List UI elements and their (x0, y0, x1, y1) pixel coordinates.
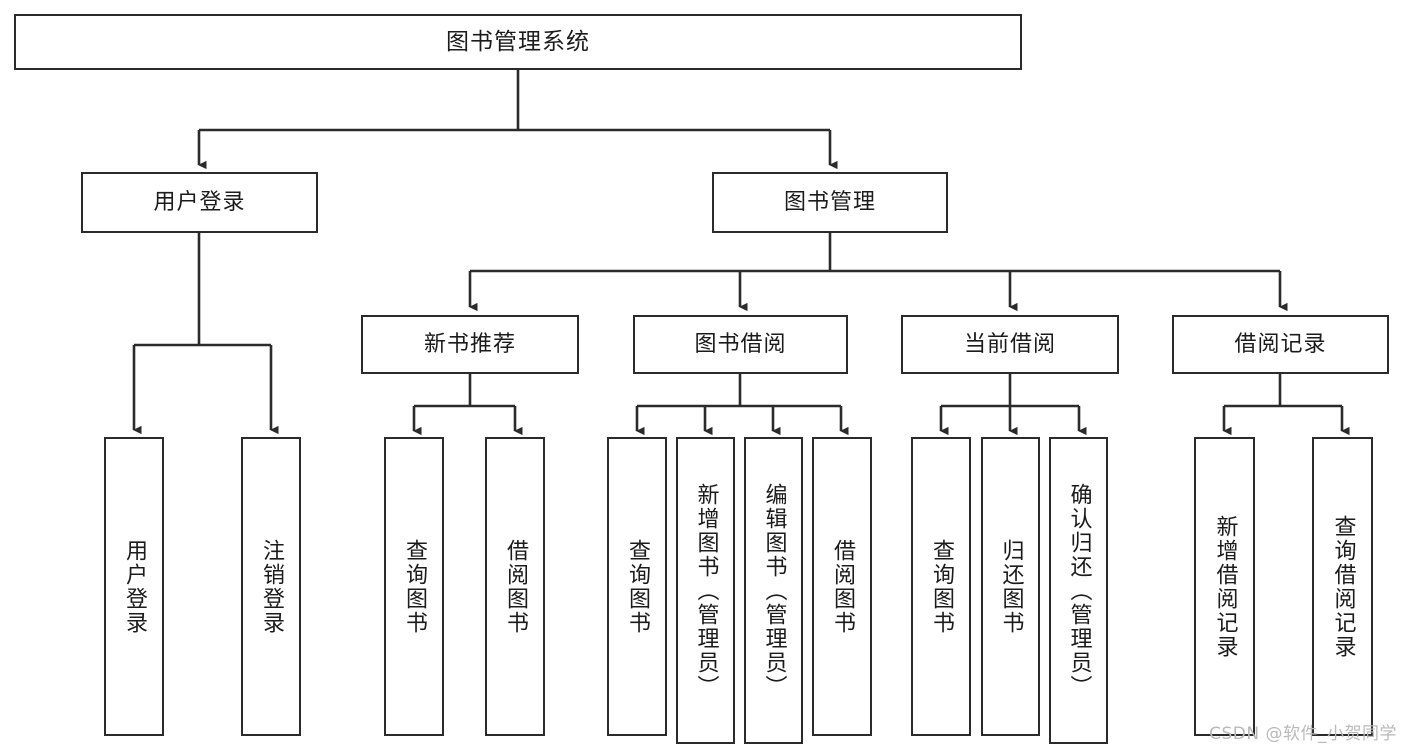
node-label: 注销登录 (258, 538, 284, 635)
leaf-query-borrow-record[interactable]: 查询借阅记录 (1312, 437, 1373, 736)
node-book-borrow[interactable]: 图书借阅 (633, 315, 848, 374)
node-label: 借阅图书 (829, 538, 855, 635)
node-label: 新增借阅记录 (1212, 514, 1238, 659)
leaf-edit-book-admin[interactable]: 编辑图书（管理员） (744, 437, 803, 744)
node-label: 归还图书 (998, 538, 1024, 635)
node-label: 当前借阅 (963, 331, 1056, 357)
node-label: 新增图书（管理员） (693, 482, 719, 699)
node-current-borrow[interactable]: 当前借阅 (901, 315, 1119, 374)
node-label: 借阅图书 (502, 538, 528, 635)
node-label: 编辑图书（管理员） (761, 482, 787, 699)
leaf-borrow-book-rec[interactable]: 借阅图书 (485, 437, 545, 736)
node-label: 图书管理 (783, 189, 876, 215)
leaf-logout-login[interactable]: 注销登录 (241, 437, 301, 736)
node-label: 用户登录 (121, 538, 147, 635)
node-label: 图书管理系统 (446, 28, 590, 55)
node-label: 查询图书 (928, 538, 954, 635)
node-label: 借阅记录 (1234, 331, 1327, 357)
leaf-return-book[interactable]: 归还图书 (981, 437, 1040, 736)
node-label: 图书借阅 (694, 331, 787, 357)
node-label: 确认归还（管理员） (1066, 482, 1092, 699)
leaf-query-book-current[interactable]: 查询图书 (911, 437, 971, 736)
node-label: 查询图书 (401, 538, 427, 635)
node-new-book-recommend[interactable]: 新书推荐 (361, 315, 579, 374)
leaf-add-borrow-record[interactable]: 新增借阅记录 (1194, 437, 1255, 736)
node-label: 用户登录 (153, 189, 246, 215)
node-label: 查询图书 (624, 538, 650, 635)
leaf-user-login[interactable]: 用户登录 (104, 437, 164, 736)
node-label: 新书推荐 (423, 331, 516, 357)
node-borrow-record[interactable]: 借阅记录 (1172, 315, 1389, 374)
leaf-confirm-return-admin[interactable]: 确认归还（管理员） (1049, 437, 1108, 744)
leaf-borrow-book-borrow[interactable]: 借阅图书 (812, 437, 872, 736)
node-label: 查询借阅记录 (1330, 514, 1356, 659)
leaf-query-book-rec[interactable]: 查询图书 (384, 437, 444, 736)
node-book-management[interactable]: 图书管理 (712, 172, 948, 233)
node-user-login[interactable]: 用户登录 (81, 172, 318, 233)
node-root-book-management-system[interactable]: 图书管理系统 (14, 14, 1022, 70)
csdn-watermark: CSDN @软件_小贺同学 (1209, 724, 1397, 744)
leaf-query-book-borrow[interactable]: 查询图书 (607, 437, 667, 736)
leaf-add-book-admin[interactable]: 新增图书（管理员） (676, 437, 735, 744)
